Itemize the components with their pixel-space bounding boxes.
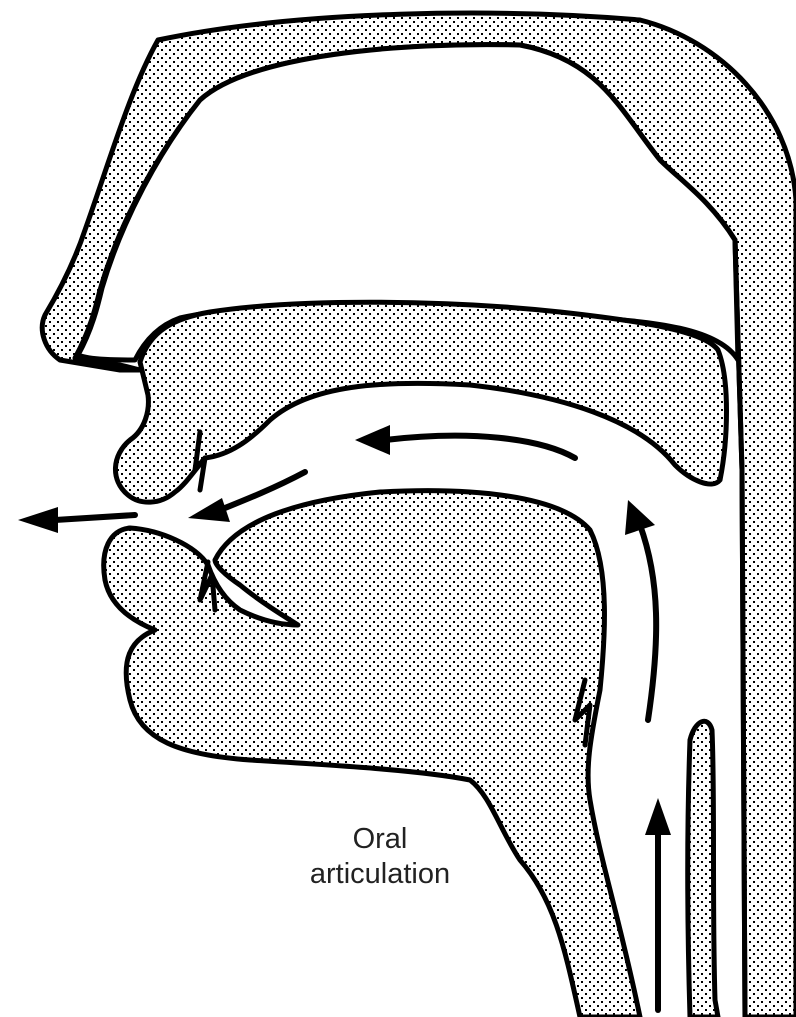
vocal-fold [688, 721, 718, 1017]
caption-line-2: articulation [270, 857, 490, 892]
airflow-palate-arrowhead [355, 425, 390, 455]
airflow-exit-arrow [55, 515, 135, 520]
upper-lip-palate [115, 302, 726, 502]
caption-line-1: Oral [270, 822, 490, 857]
airflow-palate-arrow [385, 436, 575, 458]
airflow-front-arrow [220, 472, 305, 510]
airflow-exit-arrowhead [18, 507, 58, 533]
airflow-pharynx-arrowhead [625, 500, 655, 535]
airflow-front-arrowhead [188, 498, 230, 522]
airflow-rise-arrowhead [645, 798, 671, 835]
airflow-pharynx-arrow [640, 525, 656, 720]
tongue-jaw-tissue [104, 491, 640, 1017]
caption-label: Oral articulation [270, 822, 490, 892]
